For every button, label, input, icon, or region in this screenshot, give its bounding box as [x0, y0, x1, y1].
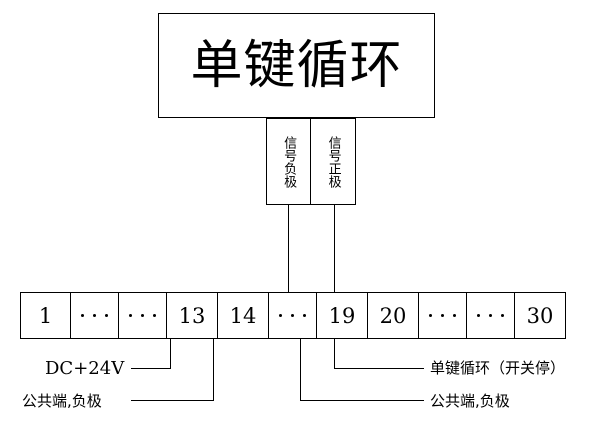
terminal-cell-1: 1	[21, 293, 71, 338]
terminal-cell-ellipsis-2	[119, 293, 167, 338]
terminal-cell-ellipsis-5	[467, 293, 515, 338]
signal-positive-terminal: 信号正极	[310, 118, 356, 205]
device-title: 单键循环	[190, 35, 403, 96]
common-negative-right-label: 公共端,负极	[430, 392, 510, 410]
dc-supply-label: DC+24V	[45, 358, 125, 379]
wire-single-key-cycle-leader	[334, 368, 424, 369]
terminal-cell-30: 30	[515, 293, 566, 338]
wire-common-negative-left-leader	[131, 400, 214, 401]
single-key-cycle-label: 单键循环（开关停）	[430, 359, 566, 377]
terminal-cell-19: 19	[317, 293, 368, 338]
common-negative-left-label: 公共端,负极	[22, 392, 102, 410]
wire-terminal-13-drop	[170, 339, 171, 368]
wire-terminal-20-drop	[334, 339, 335, 368]
signal-negative-label: 信号负极	[281, 135, 297, 188]
wire-common-negative-right-leader	[300, 400, 424, 401]
device-box: 单键循环	[158, 13, 435, 118]
terminal-cell-ellipsis-4	[419, 293, 467, 338]
terminal-cell-ellipsis-3	[269, 293, 317, 338]
terminal-cell-13: 13	[167, 293, 218, 338]
wire-dc-supply-leader	[131, 368, 171, 369]
wire-signal-positive-to-terminal-20	[334, 205, 335, 293]
wire-terminal-14-drop	[213, 339, 214, 400]
terminal-strip: 1 13 14 19 20 30	[20, 292, 566, 339]
terminal-cell-20: 20	[368, 293, 419, 338]
terminal-cell-14: 14	[218, 293, 269, 338]
terminal-cell-ellipsis-1	[71, 293, 119, 338]
wire-terminal-19-drop	[300, 339, 301, 400]
signal-positive-label: 信号正极	[325, 135, 341, 188]
signal-negative-terminal: 信号负极	[266, 118, 311, 205]
wire-signal-negative-to-terminal-19	[288, 205, 289, 293]
